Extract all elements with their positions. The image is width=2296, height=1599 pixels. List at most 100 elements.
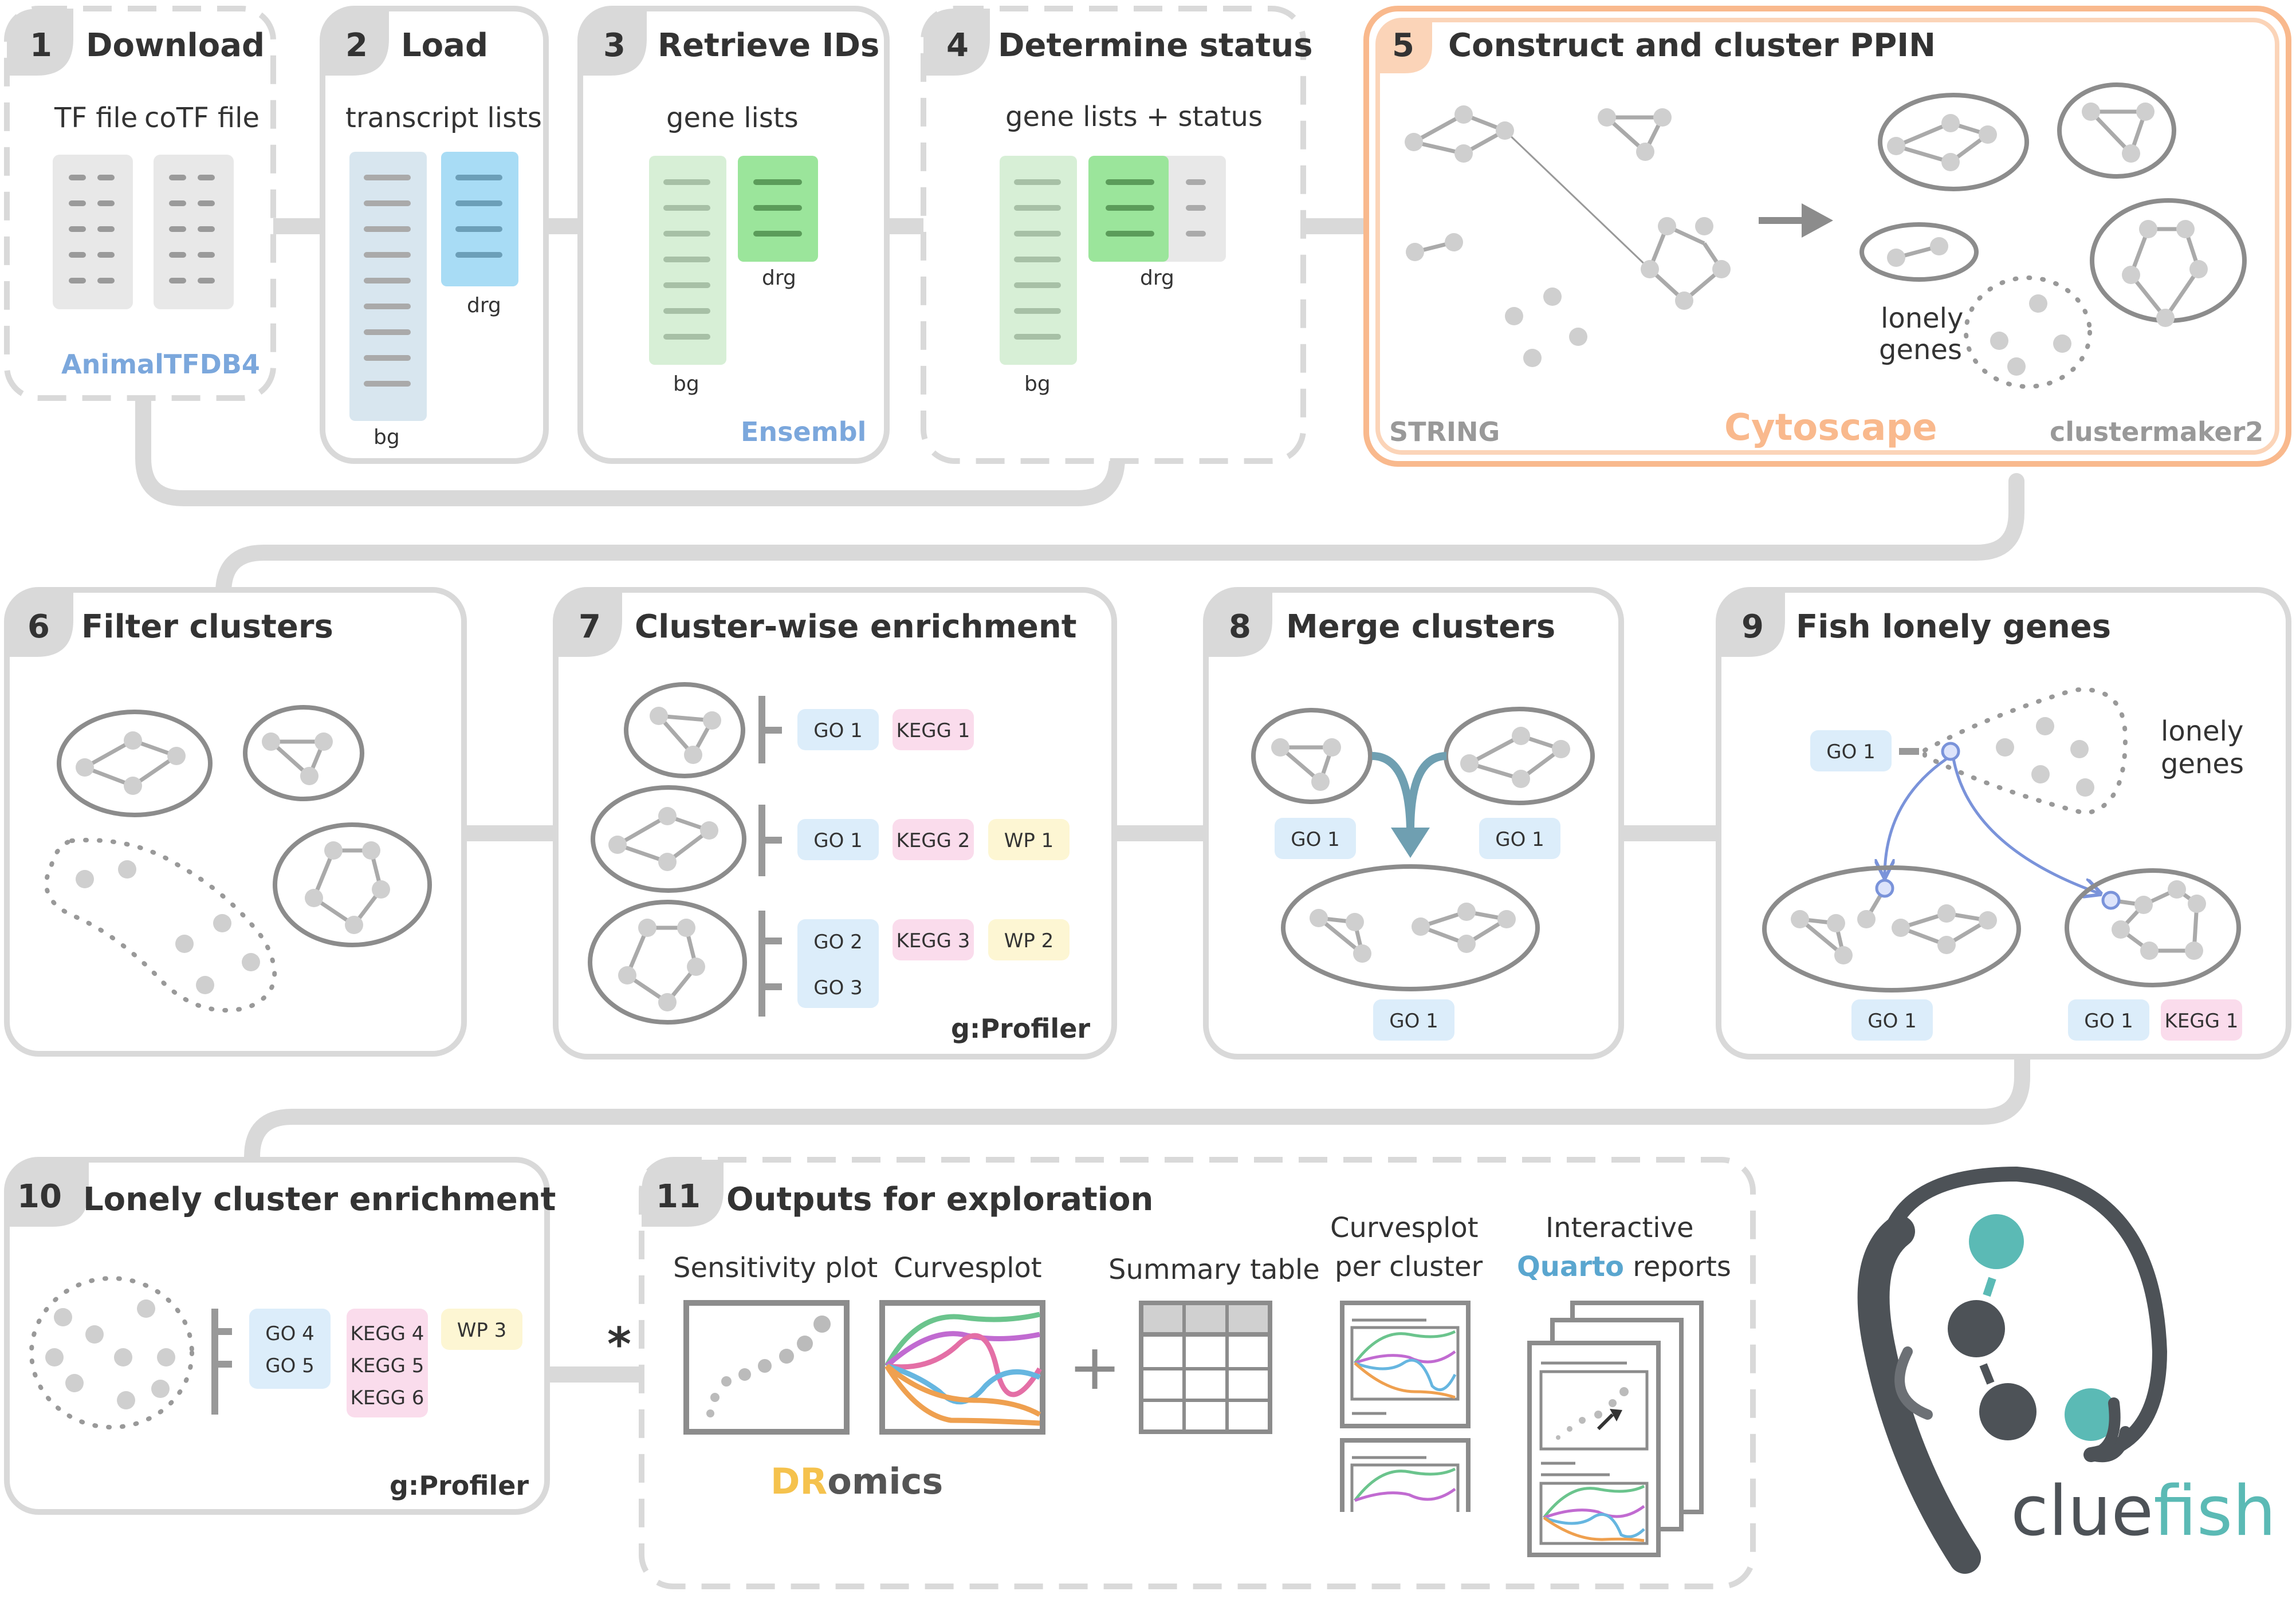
step11-title: Outputs for exploration xyxy=(726,1181,1153,1218)
step11-content: * Sensitivity plot Curvesplot Summary ta… xyxy=(607,1212,1731,1557)
per-cluster-plots-icon xyxy=(1340,1301,1471,1512)
tag-wp: WP 1 xyxy=(1004,829,1054,852)
gene-lists-status-label: gene lists + status xyxy=(1005,101,1263,133)
cotf-file-label: coTF file xyxy=(144,102,260,134)
step6-title: Filter clusters xyxy=(81,608,333,645)
drg-transcript-list xyxy=(441,152,518,286)
tag-go: GO 1 xyxy=(1826,741,1876,763)
tag-go: GO 5 xyxy=(265,1354,314,1377)
tag-kegg: KEGG 5 xyxy=(351,1354,424,1377)
step3-content: gene lists drg bg Ensembl xyxy=(649,102,866,447)
step5-title: Construct and cluster PPIN xyxy=(1448,27,1936,64)
clustermaker2-label: clustermaker2 xyxy=(2050,416,2263,447)
curvesplot-per-cluster-line2: per cluster xyxy=(1335,1251,1483,1283)
lonely-label-line1: lonely xyxy=(1881,302,1963,334)
step2-content: transcript lists drg bg xyxy=(345,102,542,449)
step4-number: 4 xyxy=(946,27,969,64)
step9-number: 9 xyxy=(1741,608,1764,645)
logo-fish: fish xyxy=(2153,1472,2276,1551)
clustered-network xyxy=(1859,82,2247,389)
ensembl-label: Ensembl xyxy=(741,416,866,447)
tf-file-icon xyxy=(53,155,133,309)
quarto-reports-label: Quarto reports xyxy=(1517,1251,1731,1283)
lonely-label-line1: lonely xyxy=(2161,715,2243,747)
step3-frame xyxy=(577,6,890,464)
lonely-label-line2: genes xyxy=(2161,748,2244,780)
step10-content: GO 4 GO 5 KEGG 4 KEGG 5 KEGG 6 WP 3 g:Pr… xyxy=(29,1276,529,1501)
tag-go-right: GO 1 xyxy=(1495,828,1544,851)
number-tabs xyxy=(7,9,1785,1227)
drg-label: drg xyxy=(1140,266,1174,290)
step4-title: Determine status xyxy=(998,27,1313,64)
dromics-label: DRomics xyxy=(770,1460,943,1502)
plus-sign: + xyxy=(1068,1330,1121,1404)
step-titles: 1 Download 2 Load 3 Retrieve IDs 4 Deter… xyxy=(17,27,2111,1218)
drg-label: drg xyxy=(467,294,501,317)
bg-label: bg xyxy=(1024,372,1051,396)
step9-content: GO 1 lonely genes xyxy=(1762,687,2244,1041)
logo-clue: clue xyxy=(2011,1472,2153,1551)
bg-transcript-list xyxy=(349,152,427,421)
cotf-file-icon xyxy=(154,155,234,309)
tag-go: GO 4 xyxy=(265,1322,314,1345)
tag-go: GO 1 xyxy=(813,719,863,742)
tag-kegg-right: KEGG 1 xyxy=(2165,1010,2239,1033)
quarto-word: Quarto xyxy=(1517,1251,1624,1283)
tag-go: GO 1 xyxy=(813,829,863,852)
tag-go-right: GO 1 xyxy=(2084,1010,2133,1033)
gprofiler-label: g:Profiler xyxy=(390,1470,529,1501)
gene-lists-label: gene lists xyxy=(666,102,799,134)
step2-title: Load xyxy=(401,27,488,64)
curvesplot-per-cluster-line1: Curvesplot xyxy=(1330,1212,1479,1244)
step7-title: Cluster-wise enrichment xyxy=(635,608,1077,645)
step1-number: 1 xyxy=(30,27,52,64)
dromics-dr: DR xyxy=(770,1460,827,1502)
step8-number: 8 xyxy=(1229,608,1251,645)
asterisk: * xyxy=(607,1318,631,1371)
tag-wp: WP 3 xyxy=(457,1319,507,1342)
curvesplot-icon xyxy=(879,1300,1045,1435)
tag-go: GO 2 xyxy=(813,931,863,954)
step7-content: GO 1 KEGG 1 GO 1 KEGG 2 WP 1 xyxy=(588,682,1090,1044)
raw-network xyxy=(1405,105,1731,367)
logo-node-dark-1 xyxy=(1948,1300,2005,1357)
tag-go-merged: GO 1 xyxy=(1389,1010,1438,1033)
summary-table-icon xyxy=(1139,1301,1272,1434)
sensitivity-plot-label: Sensitivity plot xyxy=(673,1252,878,1284)
tag-kegg: KEGG 2 xyxy=(897,829,970,852)
step6-number: 6 xyxy=(27,608,50,645)
bg-label: bg xyxy=(374,426,400,449)
step3-title: Retrieve IDs xyxy=(658,27,879,64)
step1-title: Download xyxy=(86,27,265,64)
step9-title: Fish lonely genes xyxy=(1796,608,2111,645)
connectors xyxy=(135,218,2030,1383)
gprofiler-label: g:Profiler xyxy=(951,1013,1090,1044)
transcript-lists-label: transcript lists xyxy=(345,102,542,134)
logo-node-dark-2 xyxy=(1979,1383,2036,1440)
step10-title: Lonely cluster enrichment xyxy=(83,1181,556,1218)
step8-title: Merge clusters xyxy=(1286,608,1555,645)
step5-number: 5 xyxy=(1392,27,1414,64)
cluefish-logo: cluefish xyxy=(1857,1166,2276,1574)
tag-go-left: GO 1 xyxy=(1868,1010,1917,1033)
tag-kegg: KEGG 6 xyxy=(351,1387,424,1409)
quarto-reports-icon xyxy=(1527,1301,1704,1557)
step2-number: 2 xyxy=(345,27,368,64)
step1-content: TF file coTF file AnimalTFDB4 xyxy=(53,102,260,380)
step11-number: 11 xyxy=(656,1178,701,1215)
logo-wordmark: cluefish xyxy=(2011,1472,2276,1551)
step5-content: lonely genes STRING Cytoscape clustermak… xyxy=(1389,82,2263,449)
tag-kegg: KEGG 4 xyxy=(351,1322,424,1345)
string-label: STRING xyxy=(1389,416,1500,447)
tf-file-label: TF file xyxy=(54,102,137,134)
step3-number: 3 xyxy=(603,27,626,64)
reports-word: reports xyxy=(1624,1251,1731,1283)
interactive-label: Interactive xyxy=(1546,1212,1694,1244)
cytoscape-label: Cytoscape xyxy=(1724,407,1937,449)
tag-wp: WP 2 xyxy=(1004,930,1054,952)
summary-table-label: Summary table xyxy=(1108,1254,1320,1286)
tag-go-left: GO 1 xyxy=(1291,828,1340,851)
step9-frame xyxy=(1716,587,2291,1060)
tag-go: GO 3 xyxy=(813,976,863,999)
